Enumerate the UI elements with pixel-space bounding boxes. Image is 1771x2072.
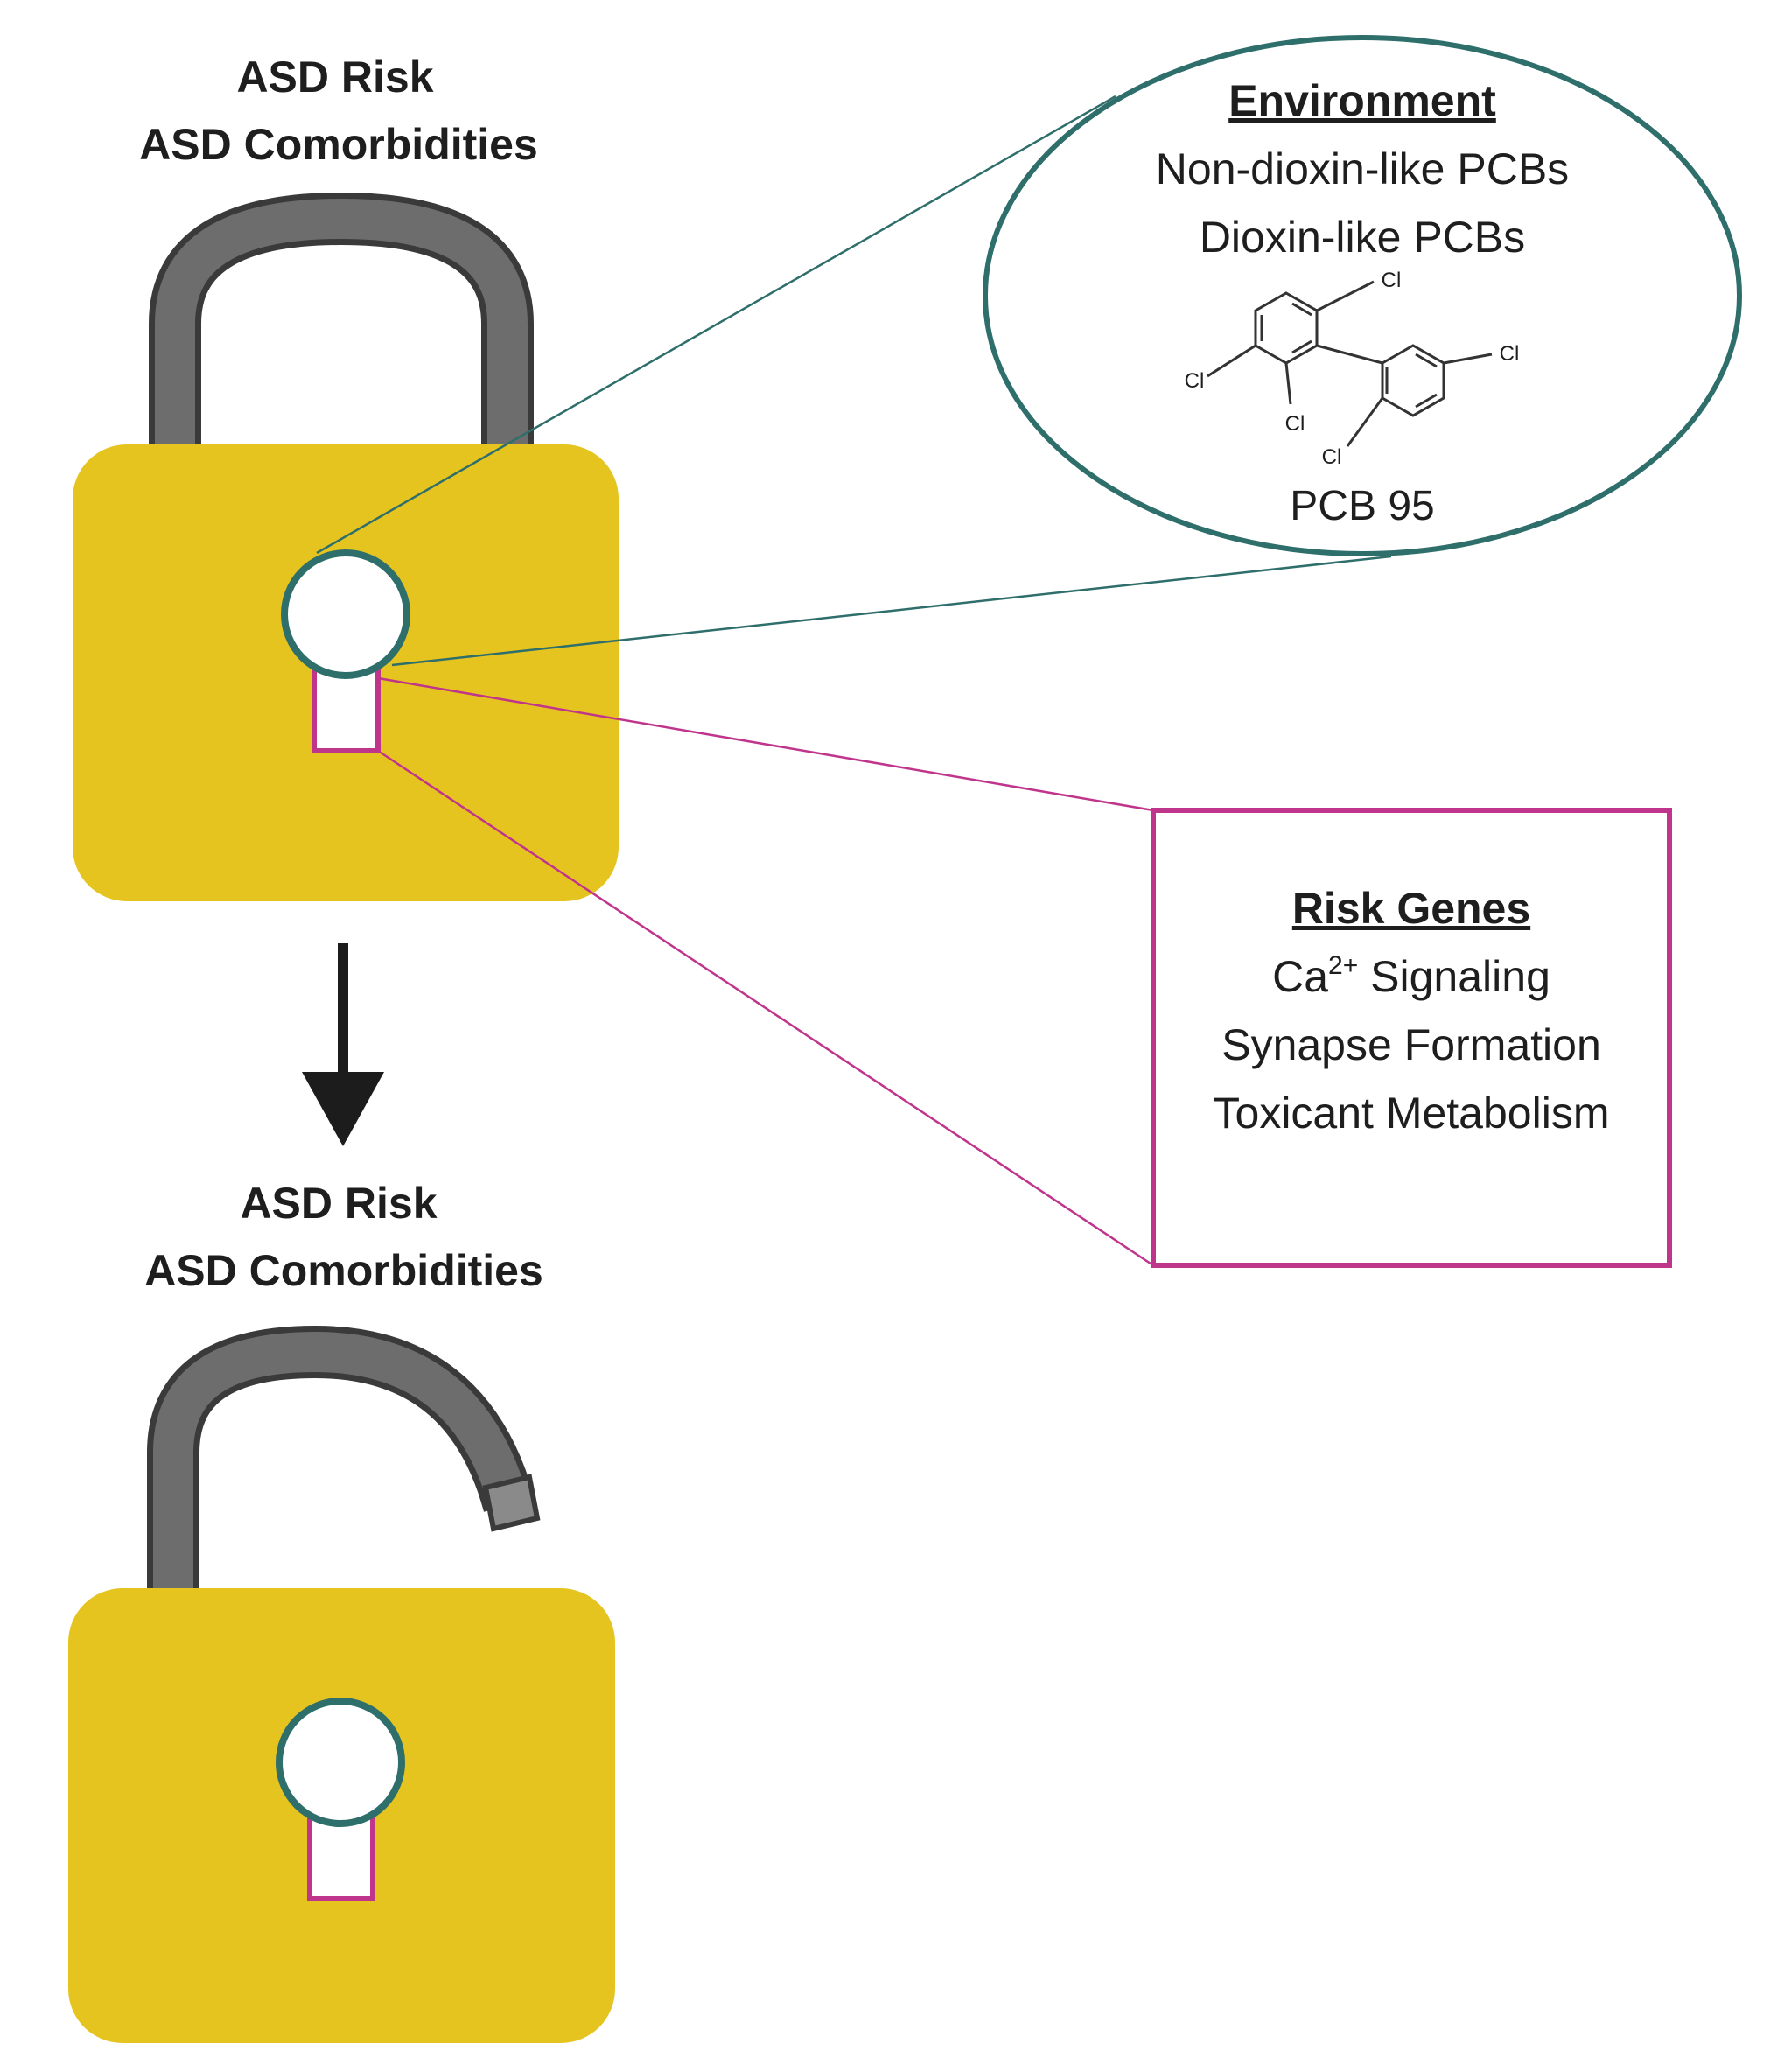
bottom-lock-title-line1: ASD Risk [240, 1179, 437, 1228]
risk-gene-item-calcium-superscript: 2+ [1328, 951, 1358, 980]
chlorine-label: Cl [1322, 445, 1342, 469]
environment-callout: Environment Non-dioxin-like PCBs Dioxin-… [983, 35, 1742, 556]
down-arrow-icon [302, 943, 384, 1146]
keyhole-circle-environment-icon [281, 550, 410, 679]
risk-genes-box [1151, 808, 1672, 1268]
environment-connector-lines [316, 94, 1392, 667]
risk-genes-connector-lines [377, 676, 1154, 1267]
risk-genes-callout: Risk Genes Ca2+ Signaling Synapse Format… [1151, 808, 1672, 1268]
risk-gene-item-calcium-base: Ca [1272, 952, 1328, 1001]
top-lock-title-line1: ASD Risk [236, 52, 433, 102]
chlorine-label: Cl [1285, 412, 1306, 436]
molecule-name: PCB 95 [1290, 483, 1434, 529]
chlorine-label: Cl [1185, 369, 1205, 393]
locked-padlock: ASD Risk ASD Comorbidities [73, 52, 619, 901]
chlorine-label: Cl [1500, 342, 1520, 366]
environment-item: Non-dioxin-like PCBs [1156, 144, 1569, 193]
risk-gene-item: Toxicant Metabolism [1214, 1088, 1610, 1138]
environment-item: Dioxin-like PCBs [1200, 213, 1525, 262]
risk-genes-heading: Risk Genes [1292, 884, 1530, 933]
keyhole-circle-environment-icon [276, 1698, 405, 1827]
top-lock-title-line2: ASD Comorbidities [139, 120, 538, 169]
environment-ellipse [983, 35, 1742, 556]
top-keyhole [281, 550, 410, 753]
bottom-lock-title-line2: ASD Comorbidities [144, 1246, 543, 1295]
risk-gene-item-calcium-rest: Signaling [1358, 952, 1550, 1001]
environment-heading: Environment [1228, 76, 1496, 125]
open-shackle-icon [147, 1325, 541, 1592]
pcb95-atom-labels: Cl Cl Cl Cl Cl [1185, 269, 1520, 469]
risk-gene-item-calcium: Ca2+ Signaling [1272, 951, 1550, 1001]
closed-shackle-icon [149, 192, 534, 446]
bottom-keyhole [276, 1698, 405, 1901]
unlocked-padlock: ASD Risk ASD Comorbidities [68, 1179, 615, 2043]
pcb95-structure-icon [1207, 280, 1493, 447]
risk-gene-item: Synapse Formation [1222, 1020, 1601, 1069]
chlorine-label: Cl [1382, 269, 1402, 292]
